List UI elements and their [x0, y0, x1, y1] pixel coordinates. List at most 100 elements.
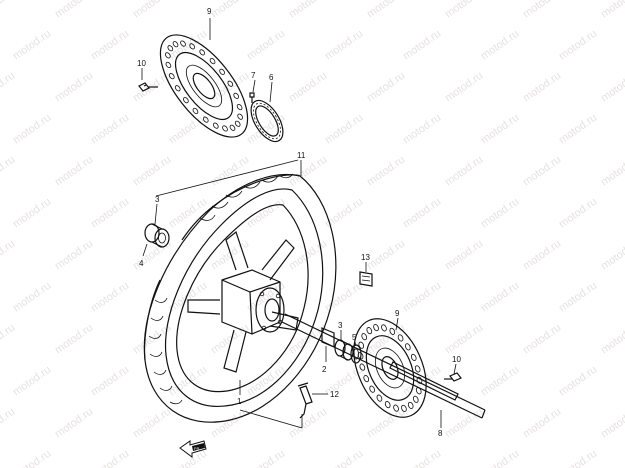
disc-hole: [219, 68, 225, 75]
callout-11: 11: [297, 151, 306, 160]
watermark-text: motod.ru: [479, 28, 521, 63]
watermark-text: motod.ru: [53, 238, 95, 273]
watermark-text: motod.ru: [0, 70, 17, 105]
watermark-text: motod.ru: [167, 196, 209, 231]
watermark-text: motod.ru: [89, 196, 131, 231]
watermark-text: motod.ru: [599, 322, 625, 357]
sensor-screw: [249, 92, 255, 103]
top-brake-disc: [159, 34, 249, 138]
watermark-text: motod.ru: [209, 238, 251, 273]
disc-hole: [405, 343, 411, 351]
watermark-text: motod.ru: [323, 448, 365, 468]
bearing-right: [334, 339, 354, 361]
watermark-text: motod.ru: [53, 322, 95, 357]
callout-8: 8: [438, 429, 443, 438]
watermark-text: motod.ru: [599, 154, 625, 189]
disc-hole: [373, 324, 379, 332]
watermark-text: motod.ru: [209, 0, 251, 20]
watermark-text: motod.ru: [365, 406, 407, 441]
disc-hole: [209, 57, 216, 65]
watermark-text: motod.ru: [89, 448, 131, 468]
disc-hole: [234, 120, 241, 127]
disc-hole: [168, 73, 175, 80]
watermark-text: motod.ru: [209, 154, 251, 189]
disc-hole: [416, 376, 423, 384]
watermark-text: motod.ru: [0, 238, 17, 273]
disc-hole: [384, 401, 391, 409]
watermark-text: motod.ru: [401, 196, 443, 231]
disc-hole: [212, 122, 219, 129]
watermark-text: motod.ru: [167, 28, 209, 63]
disc-hole: [183, 97, 189, 104]
watermark-text: motod.ru: [365, 70, 407, 105]
watermark-text: motod.ru: [53, 70, 95, 105]
disc-hole: [381, 324, 387, 332]
watermark-text: motod.ru: [209, 322, 251, 357]
disc-hole: [363, 375, 370, 383]
disc-hole: [189, 43, 196, 50]
front-direction-arrow-icon: FR: [179, 440, 207, 458]
disc-hole: [410, 353, 417, 361]
watermark-text: motod.ru: [365, 0, 407, 20]
bearing-left: [144, 223, 170, 248]
disc-hole: [233, 92, 240, 99]
watermark-text: motod.ru: [443, 154, 485, 189]
watermark-text: motod.ru: [479, 112, 521, 147]
watermark-text: motod.ru: [443, 238, 485, 273]
tire-valve: [297, 382, 313, 419]
disc-hole: [357, 352, 364, 360]
disc-hole: [229, 124, 236, 131]
wheel-rim: [176, 204, 309, 393]
callout-3-left: 3: [155, 195, 160, 204]
watermark-text: motod.ru: [53, 154, 95, 189]
disc-hole: [414, 365, 421, 373]
disc-hole: [376, 394, 383, 402]
watermark-text: motod.ru: [209, 406, 251, 441]
watermark-text: motod.ru: [401, 28, 443, 63]
disc-hole: [358, 341, 365, 349]
watermark-text: motod.ru: [131, 0, 173, 20]
watermark-text: motod.ru: [323, 196, 365, 231]
watermark-text: motod.ru: [245, 112, 287, 147]
front-indicator-label: FR: [194, 446, 199, 451]
watermark-text: motod.ru: [11, 28, 53, 63]
callout-6: 6: [269, 73, 274, 82]
watermark-text: motod.ru: [557, 364, 599, 399]
callout-labels: 9 10 7 6 11 3 4 13 3 5 9 10 2 12 1 8: [137, 7, 461, 438]
watermark-text: motod.ru: [323, 112, 365, 147]
watermark-text: motod.ru: [599, 0, 625, 20]
watermark-text: motod.ru: [443, 406, 485, 441]
watermark-text: motod.ru: [11, 364, 53, 399]
watermark-text: motod.ru: [521, 406, 563, 441]
watermark-text: motod.ru: [599, 238, 625, 273]
tire: [143, 173, 337, 423]
watermark-text: motod.ru: [521, 238, 563, 273]
watermark-text: motod.ru: [11, 448, 53, 468]
callout-5: 5: [352, 333, 357, 342]
watermark-text: motod.ru: [479, 196, 521, 231]
axle: [281, 313, 486, 419]
watermark-text: motod.ru: [557, 280, 599, 315]
watermark-text: motod.ru: [11, 112, 53, 147]
watermark-text: motod.ru: [167, 112, 209, 147]
disc-hole: [389, 327, 396, 335]
watermark-text: motod.ru: [89, 364, 131, 399]
watermark-text: motod.ru: [557, 112, 599, 147]
balance-weight-clip: [359, 271, 373, 287]
disc-hole: [174, 85, 181, 92]
watermark-text: motod.ru: [599, 70, 625, 105]
callout-1: 1: [237, 397, 242, 406]
callout-10-bottom: 10: [452, 355, 461, 364]
sensor-ring: [250, 99, 284, 143]
watermark-text: motod.ru: [557, 196, 599, 231]
watermark-text: motod.ru: [11, 280, 53, 315]
watermark-text: motod.ru: [245, 28, 287, 63]
watermark-text: motod.ru: [323, 28, 365, 63]
bottom-brake-disc: [353, 318, 427, 418]
watermark-text: motod.ru: [245, 196, 287, 231]
disc-hole: [172, 41, 179, 48]
watermark-text: motod.ru: [365, 238, 407, 273]
